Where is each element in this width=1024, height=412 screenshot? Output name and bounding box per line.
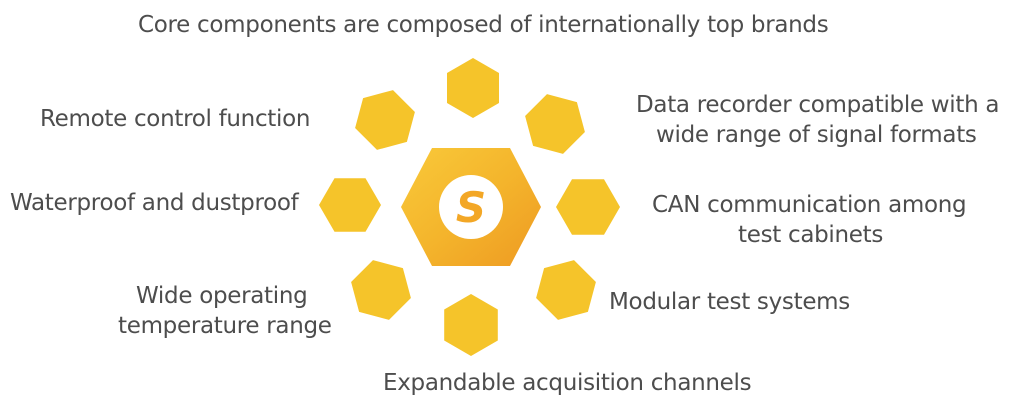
data-recorder-label-1: Data recorder compatible with a [636, 92, 1000, 118]
logo-circle [439, 175, 503, 239]
waterproof-label: Waterproof and dustproof [10, 190, 299, 216]
temperature-label-2: temperature range [118, 313, 332, 339]
remote-label: Remote control function [40, 106, 311, 132]
temperature-label-1: Wide operating [136, 283, 308, 309]
modular-label: Modular test systems [609, 289, 850, 315]
data-recorder-label-2: wide range of signal formats [656, 122, 977, 148]
can-label-2: test cabinets [738, 222, 884, 248]
can-label-1: CAN communication among [652, 192, 967, 218]
feature-hexagon-icon [355, 90, 415, 150]
feature-hexagon-icon [556, 179, 620, 235]
feature-hexagon-icon [319, 178, 381, 232]
channels-label: Expandable acquisition channels [383, 370, 752, 396]
feature-hexagon-icon [447, 58, 499, 118]
title-label: Core components are composed of internat… [138, 12, 829, 38]
feature-hexagon-icon [536, 260, 596, 320]
feature-hexagon-icon [351, 260, 411, 320]
logo-letter: S [456, 183, 486, 232]
feature-hexagon-icon [525, 94, 585, 154]
feature-hexagon-icon [444, 294, 498, 356]
